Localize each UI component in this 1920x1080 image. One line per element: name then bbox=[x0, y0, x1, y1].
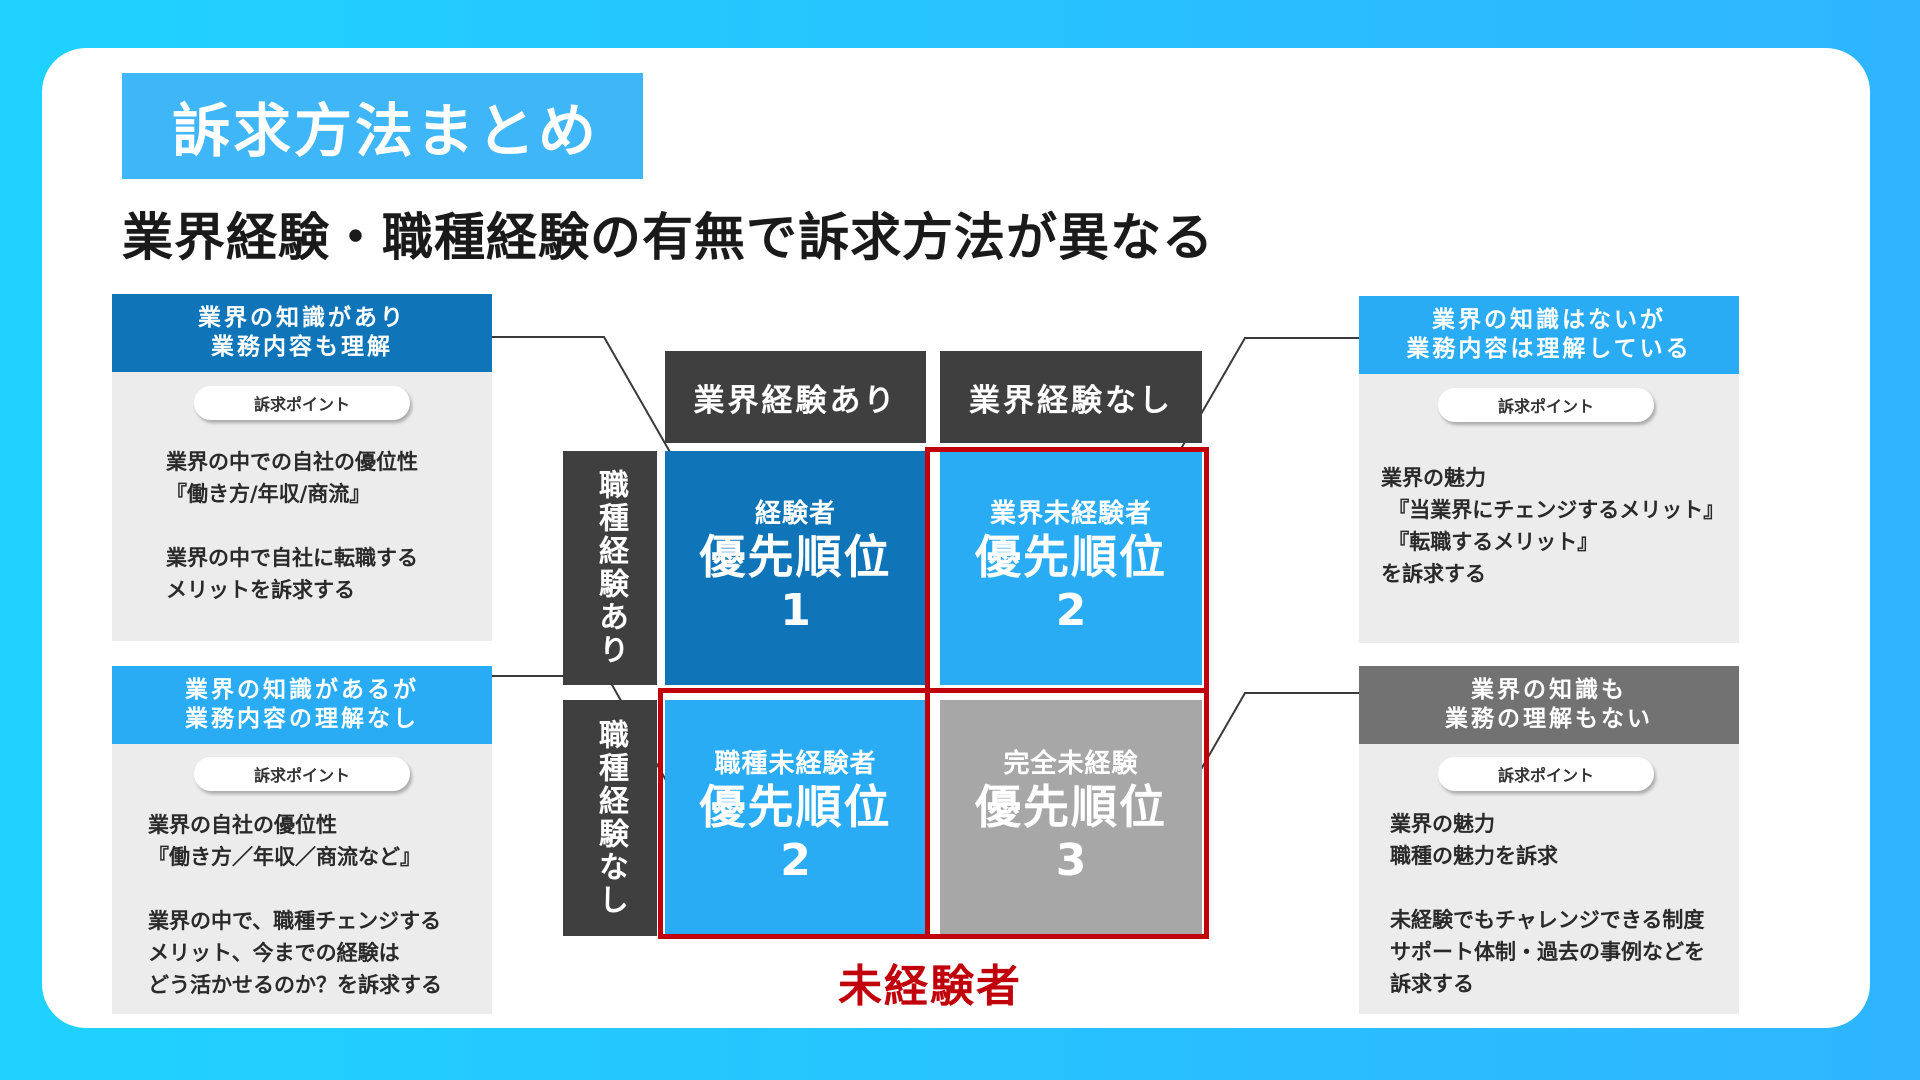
panel-bottom-left-body: 業界の自社の優位性 『働き方／年収／商流など』 業界の中で、職種チェンジする メ… bbox=[148, 813, 442, 997]
cell-priority: 優先順位 bbox=[975, 780, 1167, 834]
panel-bottom-right: 業界の知識も 業務の理解もない 訴求ポイント 業界の魅力 職種の魅力を訴求 未経… bbox=[1359, 666, 1739, 1014]
appeal-point-pill: 訴求ポイント bbox=[1438, 388, 1654, 422]
column-header-industry-yes: 業界経験あり bbox=[665, 351, 926, 443]
connector-top-left bbox=[492, 336, 679, 467]
panel-top-right-body: 業界の魅力 『当業界にチェンジするメリット』 『転職するメリット』 を訴求する bbox=[1381, 466, 1725, 586]
cell-label: 経験者 bbox=[754, 499, 836, 529]
cell-experienced: 経験者 優先順位 1 bbox=[665, 451, 926, 685]
cell-priority: 優先順位 bbox=[699, 780, 892, 834]
cell-industry-inexperienced: 業界未経験者 優先順位 2 bbox=[940, 451, 1202, 685]
panel-bottom-left-head: 業界の知識があるが 業務内容の理解なし bbox=[112, 666, 492, 744]
panel-bottom-right-body: 業界の魅力 職種の魅力を訴求 未経験でもチャレンジできる制度 サポート体制・過去… bbox=[1390, 812, 1705, 996]
panel-top-left-body: 業界の中での自社の優位性 『働き方/年収/商流』 業界の中で自社に転職する メリ… bbox=[166, 450, 418, 602]
highlight-job-inexperienced bbox=[658, 688, 1209, 939]
page-subtitle: 業界経験・職種経験の有無で訴求方法が異なる bbox=[122, 209, 1215, 268]
cell-rank: 3 bbox=[1055, 835, 1087, 886]
row-header-job-yes: 職種経験あり bbox=[563, 451, 657, 685]
cell-rank: 2 bbox=[1055, 585, 1087, 636]
panel-top-left: 業界の知識があり 業務内容も理解 訴求ポイント 業界の中での自社の優位性 『働き… bbox=[112, 294, 492, 641]
cell-rank: 1 bbox=[780, 585, 811, 636]
cell-priority: 優先順位 bbox=[975, 530, 1167, 584]
panel-top-left-head: 業界の知識があり 業務内容も理解 bbox=[112, 294, 492, 372]
page-title: 訴求方法まとめ bbox=[122, 73, 643, 179]
cell-priority: 優先順位 bbox=[699, 530, 892, 584]
appeal-point-pill: 訴求ポイント bbox=[194, 757, 410, 791]
column-header-industry-no: 業界経験なし bbox=[940, 351, 1202, 443]
cell-label: 職種未経験者 bbox=[714, 749, 877, 779]
cell-rank: 2 bbox=[780, 835, 811, 886]
cell-label: 完全未経験 bbox=[1003, 749, 1139, 779]
row-header-job-no: 職種経験なし bbox=[563, 700, 657, 936]
cell-fully-inexperienced: 完全未経験 優先順位 3 bbox=[940, 700, 1202, 936]
cell-job-inexperienced: 職種未経験者 優先順位 2 bbox=[665, 700, 926, 936]
panel-top-right-head: 業界の知識はないが 業務内容は理解している bbox=[1359, 296, 1739, 374]
panel-top-right: 業界の知識はないが 業務内容は理解している 訴求ポイント 業界の魅力 『当業界に… bbox=[1359, 296, 1739, 643]
appeal-point-pill: 訴求ポイント bbox=[194, 386, 410, 420]
panel-bottom-left: 業界の知識があるが 業務内容の理解なし 訴求ポイント 業界の自社の優位性 『働き… bbox=[112, 666, 492, 1014]
appeal-point-pill: 訴求ポイント bbox=[1438, 757, 1654, 791]
cell-label: 業界未経験者 bbox=[989, 499, 1152, 529]
unexperienced-label: 未経験者 bbox=[838, 961, 1022, 1012]
panel-bottom-right-head: 業界の知識も 業務の理解もない bbox=[1359, 666, 1739, 744]
